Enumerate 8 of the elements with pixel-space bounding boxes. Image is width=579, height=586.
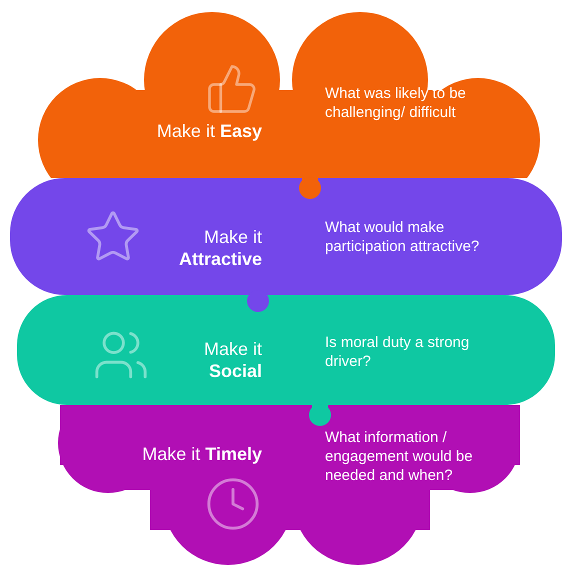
band-title: Make it Social <box>202 338 262 382</box>
band-title: Make it Attractive <box>178 226 262 270</box>
question-text: What would make participation attractive? <box>325 218 480 256</box>
question-text: What information / engagement would be needed and when? <box>325 428 474 485</box>
question-text: What was likely to be challenging/ difficult <box>325 84 467 122</box>
band-title: Make it Timely <box>141 443 262 465</box>
question-text: Is moral duty a strong driver? <box>325 333 470 371</box>
band-title: Make it Easy <box>156 120 262 142</box>
